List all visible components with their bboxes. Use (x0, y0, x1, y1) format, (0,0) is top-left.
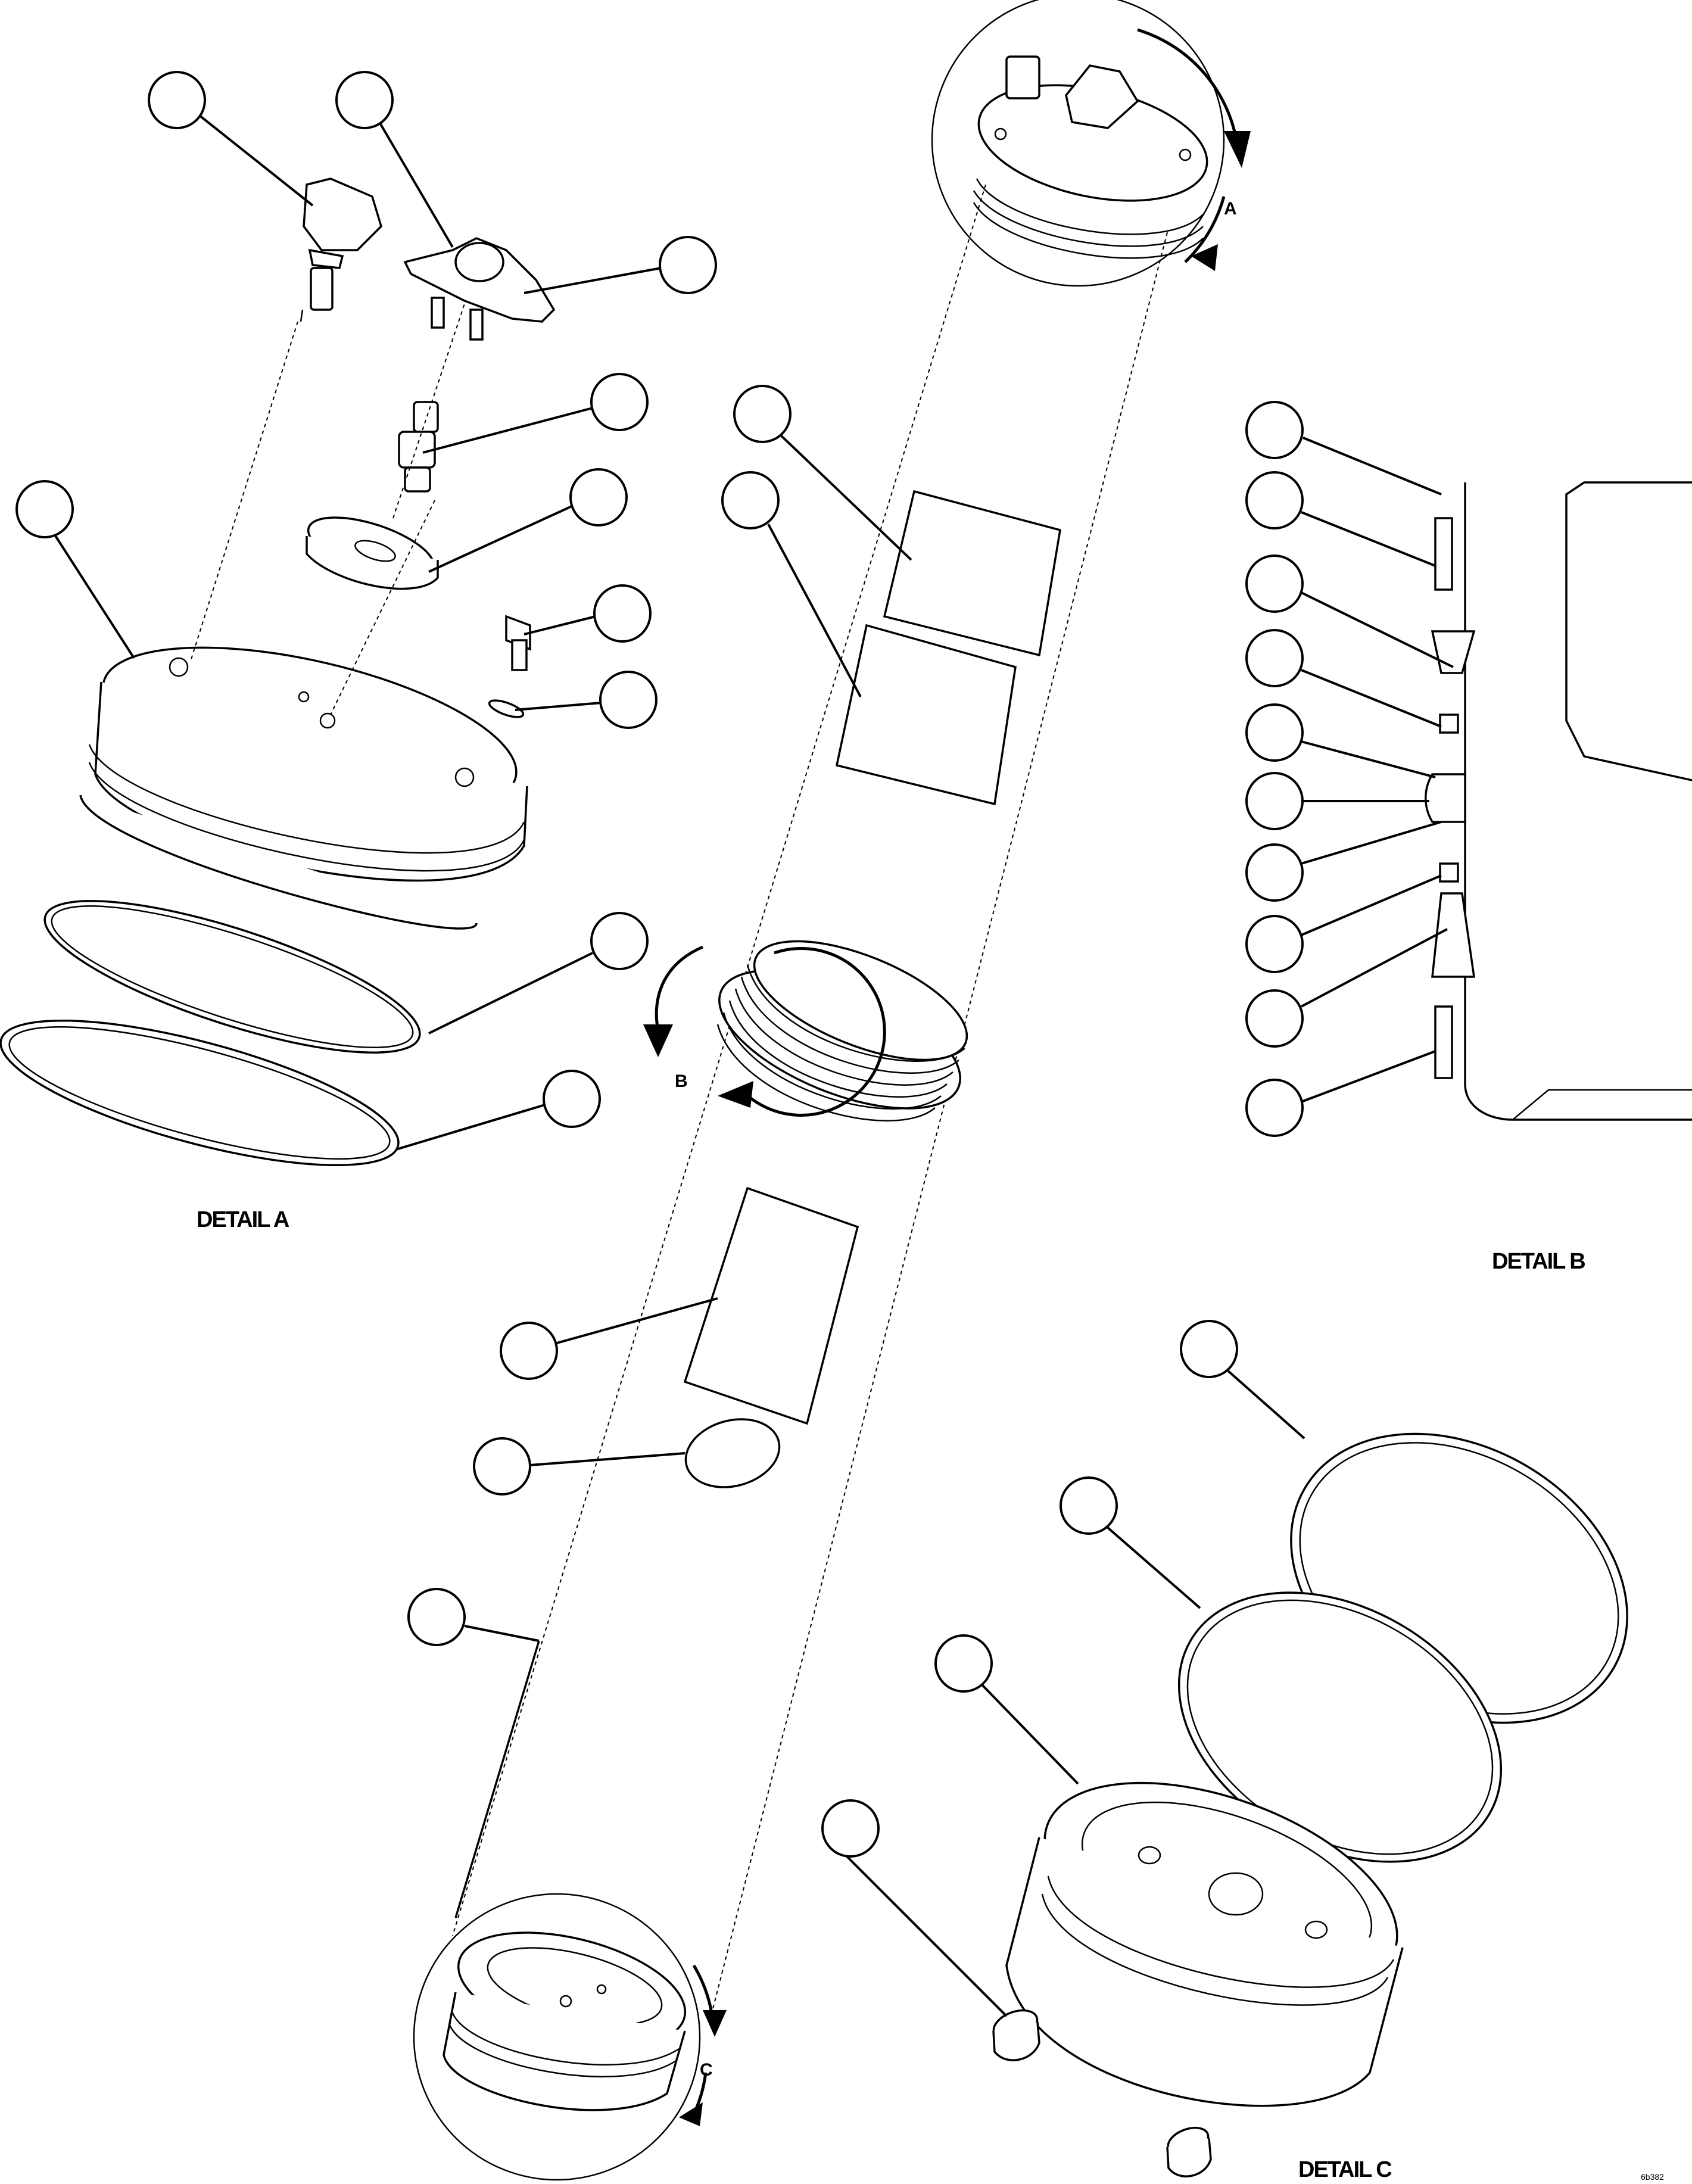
callout-balloon (1245, 629, 1304, 687)
callout-balloon (1245, 772, 1304, 830)
callout-balloon (15, 480, 74, 538)
detail-c-label: DETAIL C (1298, 2157, 1392, 2182)
callout-balloon (1180, 1320, 1238, 1378)
detail-b-label: DETAIL B (1492, 1249, 1585, 1274)
callout-balloon (593, 584, 652, 643)
view-arrow-b: B (643, 945, 886, 1117)
view-arrow-c: C (679, 1964, 727, 2126)
cylinder-labels (683, 490, 1061, 1488)
view-letter-c: C (700, 2060, 713, 2080)
callout-balloon (1060, 1476, 1118, 1535)
callout-balloon (569, 468, 628, 526)
callout-balloon (590, 373, 649, 431)
cylinder-body (452, 184, 1168, 2026)
detail-b-section (1425, 481, 1692, 1121)
callout-balloon (1245, 989, 1304, 1048)
callout-balloon (721, 471, 780, 529)
callout-balloon (1245, 915, 1304, 973)
callout-balloon (1245, 703, 1304, 762)
callout-balloon (1245, 554, 1304, 613)
callout-balloon (335, 71, 394, 129)
callout-balloon (1245, 401, 1304, 459)
callout-balloon (934, 1634, 993, 1693)
callout-balloon (148, 71, 206, 129)
callout-balloon (407, 1588, 466, 1646)
detail-a-view-circle (931, 0, 1225, 287)
detail-a-parts (0, 177, 556, 1167)
piston (716, 940, 968, 1121)
view-letter-a: A (1224, 199, 1237, 219)
callout-balloon (1245, 843, 1304, 902)
callout-balloon (659, 236, 717, 294)
detail-a-label: DETAIL A (197, 1207, 289, 1232)
callout-balloon (543, 1070, 601, 1128)
callout-balloon (733, 385, 792, 443)
callout-balloon (599, 671, 658, 729)
callout-balloon (473, 1437, 531, 1496)
view-letter-b: B (675, 1071, 688, 1091)
callout-balloon (500, 1322, 558, 1380)
view-arrow-a: A (1137, 28, 1251, 271)
callout-balloon (821, 1799, 880, 1858)
callout-balloon (1245, 1079, 1304, 1137)
detail-c-view-circle (413, 1893, 701, 2181)
detail-c-parts (992, 1432, 1628, 2177)
figure-id: 6b382 (1641, 2172, 1664, 2182)
callout-balloon (1245, 471, 1304, 529)
callout-balloon (590, 912, 649, 970)
callouts (15, 71, 1454, 2017)
